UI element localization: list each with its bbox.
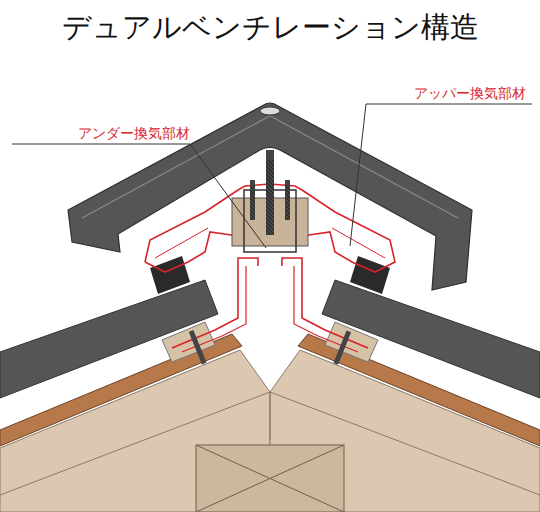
diagram-title: デュアルベンチレーション構造: [0, 8, 540, 48]
callout-label: アッパー換気部材: [412, 85, 528, 103]
callout-label: アンダー換気部材: [76, 125, 192, 143]
